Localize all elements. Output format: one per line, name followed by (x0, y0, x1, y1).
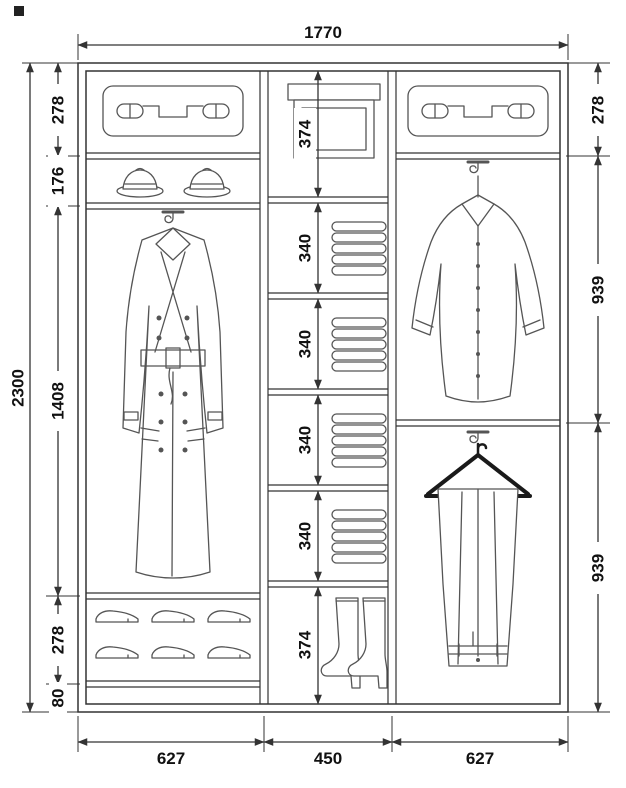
middle-dim-2: 340 (296, 234, 315, 262)
overall-height-label: 2300 (9, 369, 28, 407)
dimension-lines (26, 41, 602, 746)
right-dim-2: 939 (589, 276, 608, 304)
overall-width-label: 1770 (304, 23, 342, 42)
middle-dim-4: 340 (296, 426, 315, 454)
label-halos (48, 84, 608, 714)
column-width-1: 627 (157, 749, 185, 768)
corner-mark (14, 6, 24, 16)
left-dim-4: 278 (49, 626, 68, 654)
column-width-3: 627 (466, 749, 494, 768)
middle-dim-5: 340 (296, 522, 315, 550)
cabinet-dividers (259, 71, 397, 704)
right-dim-1: 278 (589, 96, 608, 124)
left-dim-1: 278 (49, 96, 68, 124)
cabinet-shelves (86, 152, 560, 688)
left-dim-3: 1408 (49, 382, 68, 420)
middle-dim-3: 340 (296, 330, 315, 358)
boots-illustration (320, 597, 388, 689)
trench-coat-illustration (122, 227, 224, 579)
shirt-illustration (411, 175, 545, 403)
shoes-illustration (95, 610, 251, 659)
trousers-illustration (424, 442, 532, 667)
right-dim-3: 939 (589, 554, 608, 582)
column-width-2: 450 (314, 749, 342, 768)
left-dim-2: 176 (49, 167, 68, 195)
rail-hook-shirt (466, 160, 490, 175)
middle-dim-6: 374 (296, 630, 315, 659)
hat-left (116, 167, 164, 198)
hat-right (183, 167, 231, 198)
rail-hook-trousers (466, 430, 490, 445)
middle-dim-1: 374 (296, 119, 315, 148)
storage-bag-left (102, 85, 244, 137)
storage-bag-right (407, 85, 549, 137)
rail-hook-coat (161, 210, 185, 225)
left-dim-5: 80 (49, 689, 68, 708)
folded-linens-illustration (331, 221, 387, 564)
dimension-labels: 1770 2300 278 176 1408 278 80 278 939 93… (9, 23, 608, 768)
cabinet-frame (77, 62, 569, 713)
